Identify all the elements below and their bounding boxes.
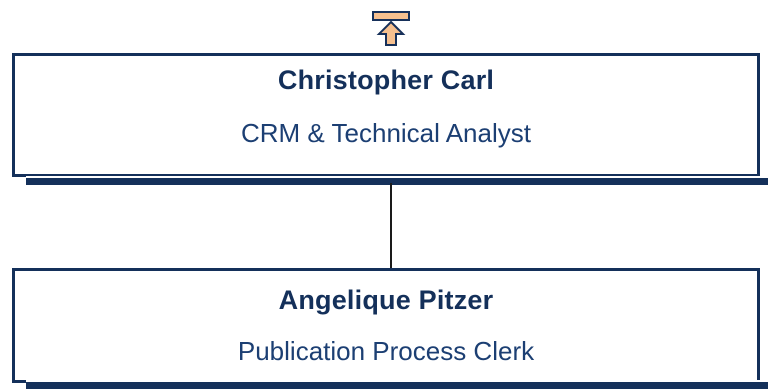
manager-title: CRM & Technical Analyst	[241, 118, 531, 148]
report-name: Angelique Pitzer	[278, 285, 494, 315]
org-connector-line	[390, 183, 392, 269]
navigate-up-button[interactable]	[372, 11, 410, 47]
arrow-up-icon	[372, 11, 410, 46]
org-card-report[interactable]: Angelique Pitzer Publication Process Cle…	[12, 268, 760, 383]
report-title: Publication Process Clerk	[237, 336, 535, 366]
org-card-report-shadow	[26, 380, 768, 389]
org-card-manager[interactable]: Christopher Carl CRM & Technical Analyst	[12, 53, 760, 177]
org-card-manager-shadow	[26, 176, 768, 185]
manager-name: Christopher Carl	[277, 65, 495, 95]
